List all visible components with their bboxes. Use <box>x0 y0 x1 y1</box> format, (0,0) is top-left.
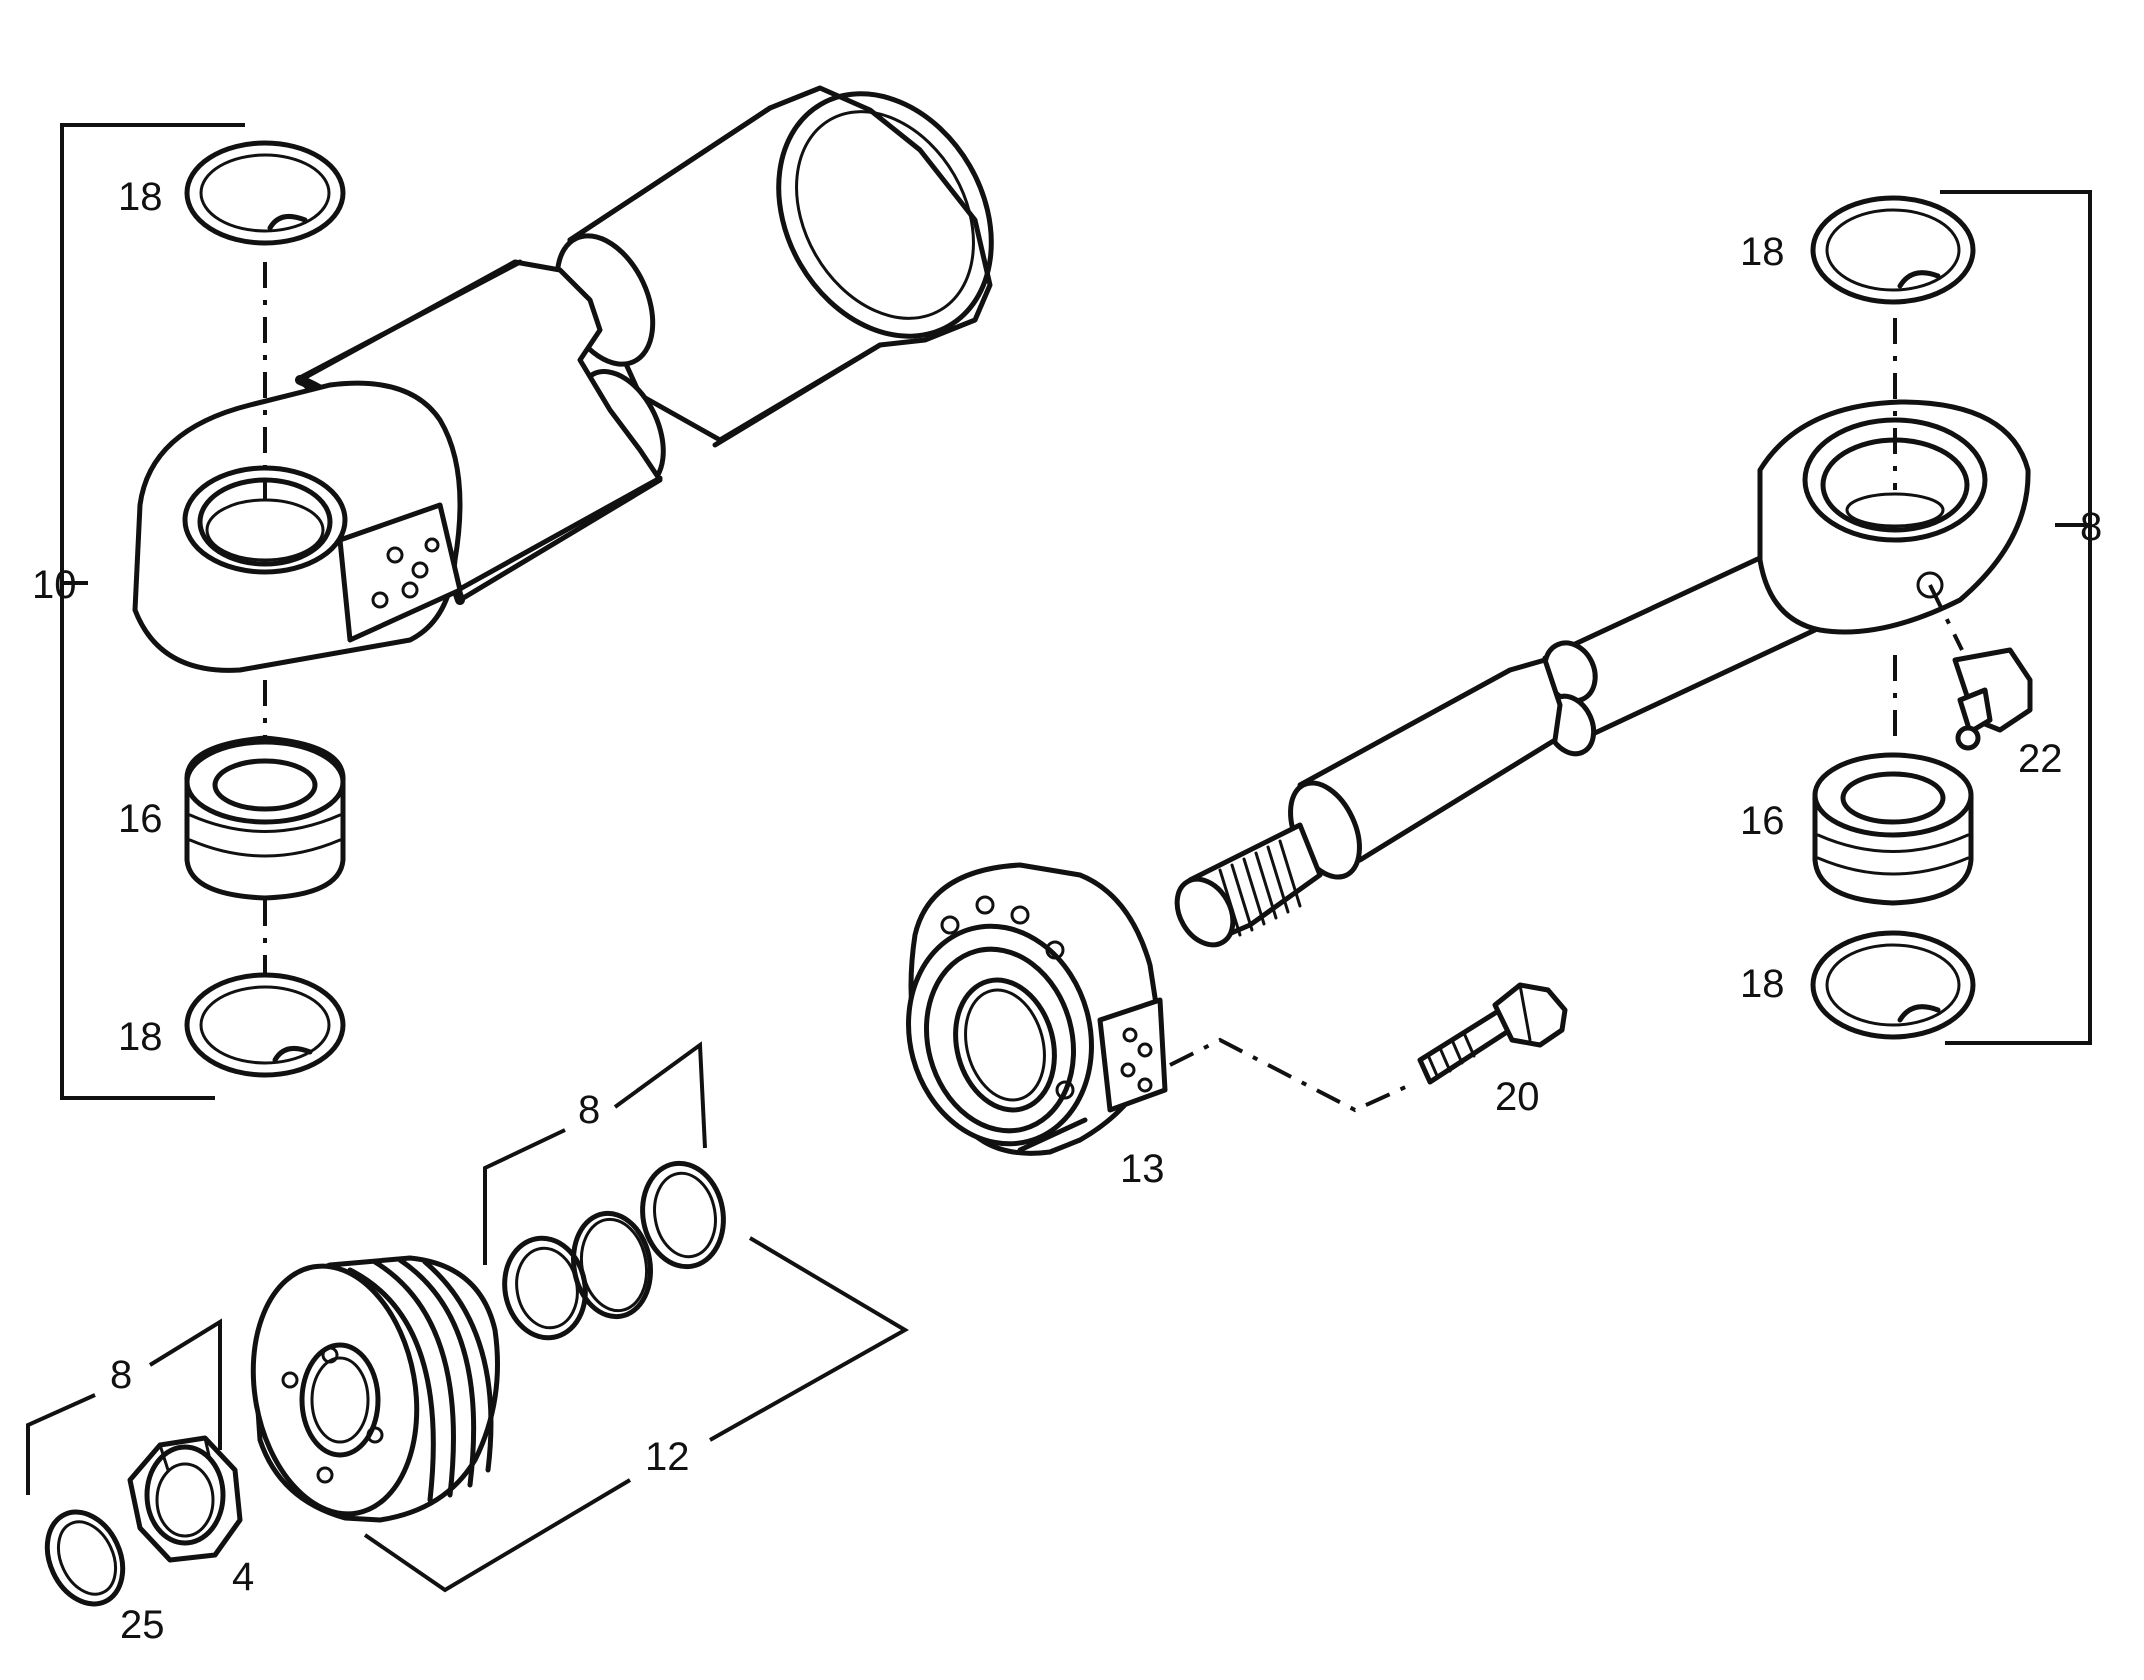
piston <box>250 1255 500 1523</box>
callout-18-top-left: 18 <box>118 175 163 219</box>
callout-25: 25 <box>120 1603 165 1647</box>
callout-13: 13 <box>1120 1147 1165 1191</box>
callout-18-top-right: 18 <box>1740 230 1785 274</box>
spherical-bearing-left <box>184 735 346 901</box>
bracket-group-12 <box>363 1236 909 1593</box>
cylinder-tube <box>295 85 994 605</box>
retaining-ring-top-right <box>1810 195 1976 305</box>
callout-18-bottom-left: 18 <box>118 1015 163 1059</box>
piston-seal-ring-2 <box>571 1210 653 1320</box>
retaining-ring-bottom-left <box>184 972 346 1078</box>
retaining-ring-bottom-right <box>1810 930 1976 1040</box>
piston-rod <box>1174 527 1833 948</box>
callout-8-nut: 8 <box>110 1353 132 1397</box>
bolt <box>1417 982 1568 1085</box>
retaining-ring-top-left <box>184 140 346 246</box>
callout-4: 4 <box>232 1555 254 1599</box>
cylinder-head <box>906 862 1168 1156</box>
callout-22: 22 <box>2018 737 2063 781</box>
cylinder-eye <box>132 380 463 673</box>
bracket-group-8-nut <box>26 1318 222 1495</box>
rod-eye <box>1757 399 2031 635</box>
callout-16-left: 16 <box>118 797 163 841</box>
piston-seal-ring-3 <box>640 1160 726 1270</box>
callout-16-right: 16 <box>1740 799 1785 843</box>
callout-20: 20 <box>1495 1075 1540 1119</box>
callout-18-bottom-right: 18 <box>1740 962 1785 1006</box>
bracket-group-8-seals <box>483 1041 707 1265</box>
callout-8-right: 8 <box>2080 505 2102 549</box>
axis-line-bolt <box>1169 1037 1411 1113</box>
callout-12: 12 <box>645 1435 690 1479</box>
callout-10: 10 <box>32 563 77 607</box>
bracket-group-10 <box>60 123 245 1100</box>
bracket-group-8-right <box>1940 190 2092 1045</box>
circlip <box>44 1509 126 1607</box>
lock-nut <box>127 1435 243 1563</box>
grease-nipple <box>1928 584 2033 751</box>
spherical-bearing-right <box>1812 752 1974 906</box>
callout-8-piston: 8 <box>578 1088 600 1132</box>
